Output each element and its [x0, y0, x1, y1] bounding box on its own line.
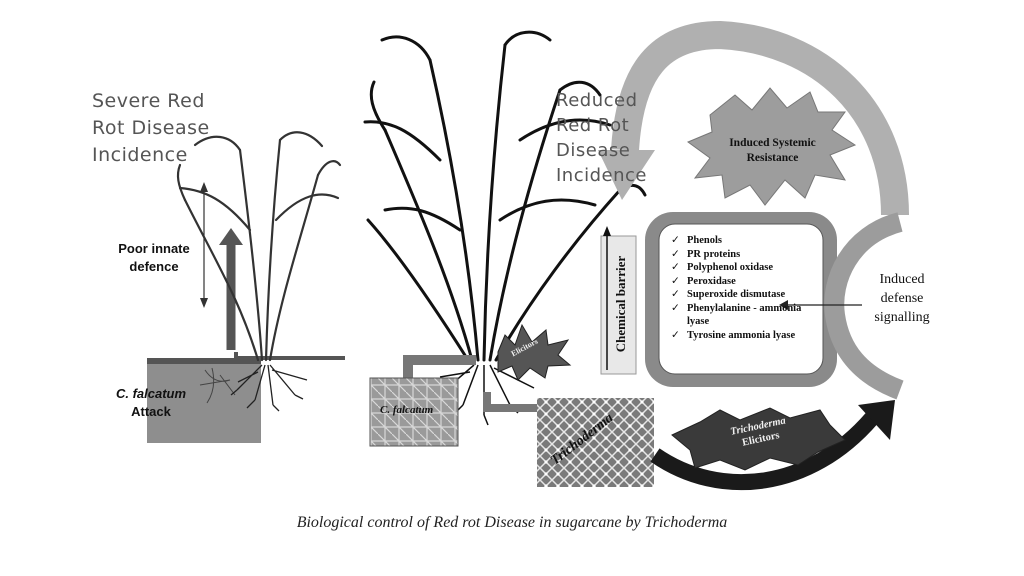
poor-defence-label: Poor innate defence: [104, 240, 204, 276]
figure-caption: Biological control of Red rot Disease in…: [296, 514, 728, 531]
left-pathogen-name: C. falcatum: [115, 386, 187, 401]
middle-pathogen-box: [370, 378, 458, 446]
middle-title-line: Reduced: [556, 90, 638, 111]
middle-title: Reduced Red Rot Disease Incidence: [556, 88, 647, 188]
left-plant: [176, 131, 342, 362]
left-title-line: Severe Red: [92, 90, 205, 112]
isr-line: Resistance: [746, 152, 799, 164]
top-curved-arrow-head: [598, 150, 655, 200]
signalling-label: Induced defense signalling: [862, 270, 942, 327]
tricho-connector: [483, 392, 540, 412]
middle-title-line: Disease: [556, 140, 631, 161]
trichoderma-box: [537, 398, 654, 487]
middle-pathogen-label: C. falcatum: [380, 404, 434, 416]
elicitors-star: [497, 323, 572, 381]
enzyme-list: Phenols PR proteins Polyphenol oxidase P…: [671, 234, 821, 342]
middle-pathogen-box-border: [369, 377, 459, 447]
left-fungus-cluster: [199, 367, 236, 404]
left-soil-box: [147, 358, 261, 443]
left-attack-text: Attack: [131, 404, 171, 419]
isr-label: Induced Systemic Resistance: [715, 136, 830, 166]
left-title-line: Rot Disease: [92, 117, 210, 139]
bottom-dark-arrow: [650, 412, 879, 491]
signalling-line: defense: [880, 291, 924, 306]
isr-line: Induced Systemic: [729, 137, 816, 149]
left-attack-label: C. falcatum Attack: [96, 385, 206, 421]
isr-star: [686, 87, 857, 206]
chemical-barrier-arrow-head: [603, 226, 611, 236]
enzyme-item: Phenylalanine - ammonia lyase: [671, 302, 821, 329]
enzyme-item: Peroxidase: [671, 275, 821, 289]
signalling-arc: [824, 212, 904, 400]
middle-plant: [363, 30, 647, 362]
poor-defence-line: defence: [129, 259, 179, 274]
left-title: Severe Red Rot Disease Incidence: [92, 88, 210, 169]
enzyme-item: Polyphenol oxidase: [671, 261, 821, 275]
poor-defence-arrow-head: [219, 228, 243, 245]
left-roots: [230, 364, 308, 412]
left-title-line: Incidence: [92, 144, 188, 166]
chemical-barrier-label: Chemical barrier: [613, 255, 628, 353]
middle-title-line: Red Rot: [556, 115, 630, 136]
soil-connector-line: [234, 352, 345, 360]
signalling-line: signalling: [874, 310, 930, 325]
poor-defence-line: Poor innate: [118, 241, 190, 256]
top-curved-arrow: [611, 20, 909, 216]
left-soil-dark-band: [147, 358, 261, 364]
middle-connector-line: [403, 355, 476, 378]
middle-title-line: Incidence: [556, 165, 647, 186]
poor-defence-double-up: [200, 182, 208, 192]
signalling-line: Induced: [879, 272, 925, 287]
trichoderma-elicitors-star: [671, 407, 846, 471]
enzyme-item: Tyrosine ammonia lyase: [671, 329, 821, 343]
enzyme-item: Superoxide dismutase: [671, 288, 821, 302]
enzyme-item: Phenols: [671, 234, 821, 248]
poor-defence-double-down: [200, 298, 208, 308]
enzyme-item: PR proteins: [671, 248, 821, 262]
bottom-dark-arrow-head: [858, 400, 895, 440]
